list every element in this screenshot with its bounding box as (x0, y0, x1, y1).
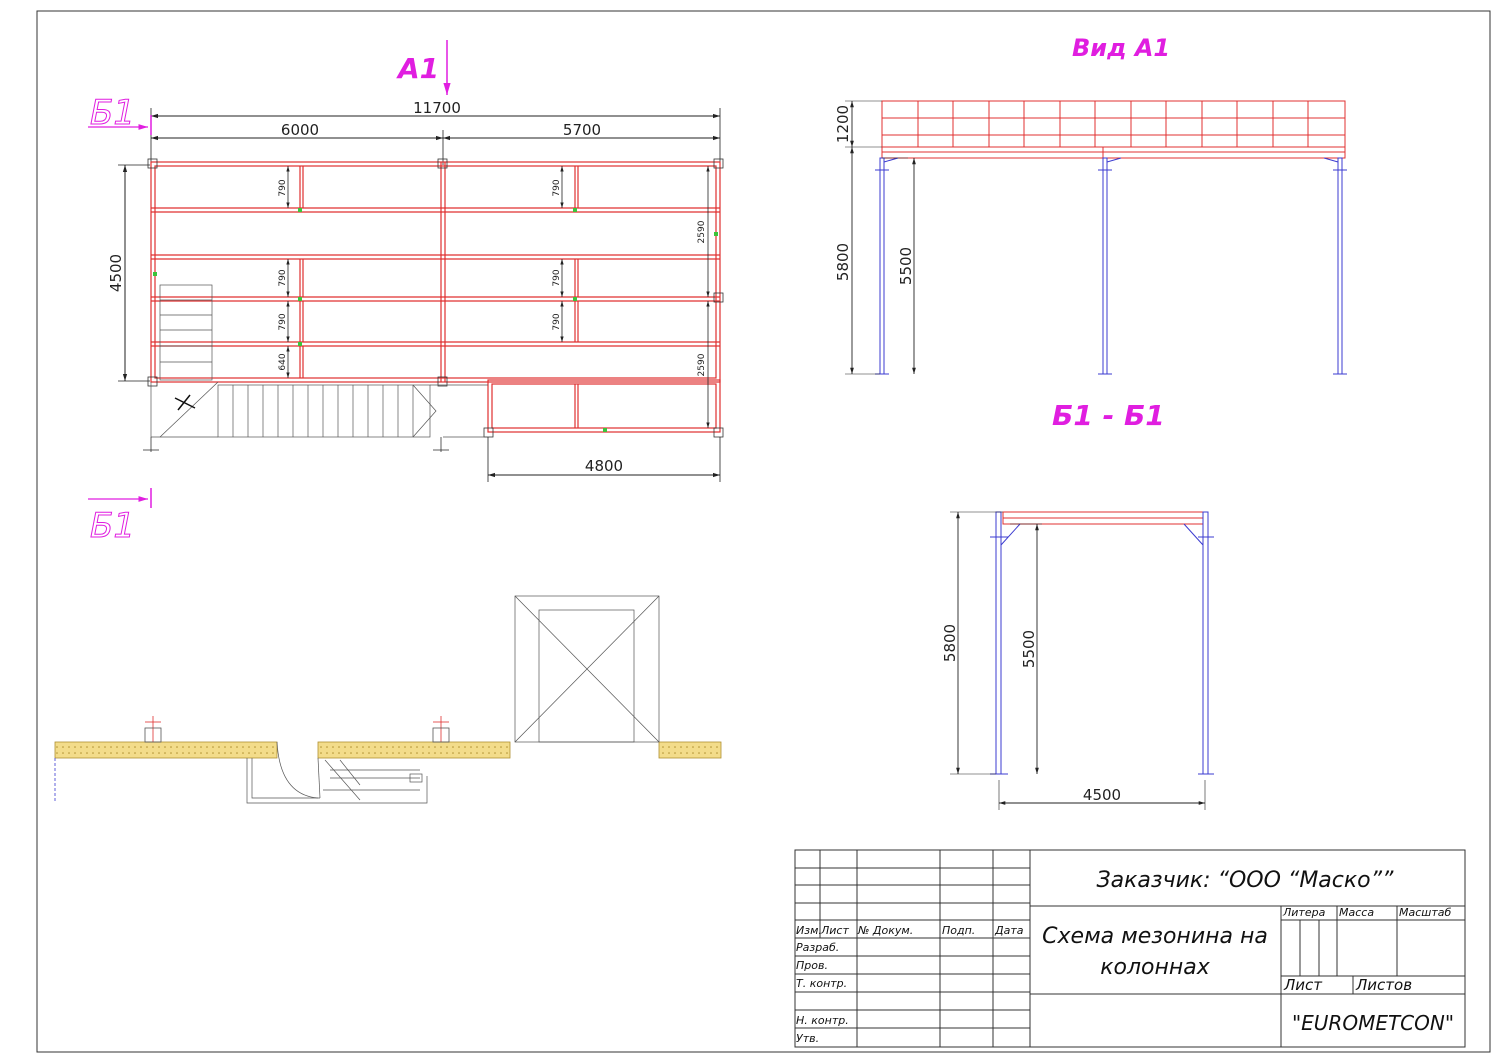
view-arrow-label-a1: А1 (396, 52, 439, 85)
section-mark-bottom: Б1 (90, 506, 135, 546)
col-izm: Изм. (796, 924, 822, 937)
col-podp: Подп. (942, 924, 975, 937)
dim-5500-b1: 5500 (1020, 630, 1038, 668)
row-razrab: Разраб. (796, 941, 839, 954)
dim-5500-a1: 5500 (897, 247, 915, 285)
col-list: Лист (820, 924, 849, 937)
col-data: Дата (994, 924, 1024, 937)
masshtab-label: Масштаб (1399, 906, 1451, 919)
row-prov: Пров. (796, 959, 828, 972)
col-doc: № Докум. (857, 924, 913, 937)
title-block (794, 849, 1466, 1048)
row-tkontr: Т. контр. (796, 977, 847, 990)
sheet-frame (36, 10, 1491, 1053)
elevation-view-a1: Вид А1 1200 5800 (834, 34, 1347, 375)
customer-name: Заказчик: “ООО “Маско”” (1097, 868, 1394, 893)
massa-label: Масса (1339, 906, 1374, 919)
litera-label: Литера (1282, 906, 1326, 919)
view-a1-title: Вид А1 (1072, 34, 1170, 62)
listov-label: Листов (1355, 976, 1412, 994)
drawing-title-line1: Схема мезонина на (1042, 924, 1268, 949)
dim-2590-b: 2590 (697, 353, 707, 376)
row-nkontr: Н. контр. (796, 1014, 849, 1027)
dim-4500-plan: 4500 (107, 254, 125, 292)
dim-790-a: 790 (278, 179, 288, 196)
dim-790-e: 790 (552, 269, 562, 286)
foundation-section (54, 595, 722, 804)
list-label: Лист (1283, 976, 1323, 994)
dim-5800-b1: 5800 (941, 624, 959, 662)
dim-4500-b1: 4500 (1083, 786, 1121, 804)
dim-5800-a1: 5800 (834, 243, 852, 281)
dim-total-11700: 11700 (413, 99, 461, 117)
dim-790-c: 790 (278, 313, 288, 330)
drawing-title-line2: колоннах (1100, 955, 1211, 980)
section-view-b1: Б1 - Б1 5800 5500 4500 (941, 399, 1214, 810)
dim-5700: 5700 (563, 121, 601, 139)
dim-790-d: 790 (552, 179, 562, 196)
dim-790-f: 790 (552, 313, 562, 330)
plan-view: 11700 6000 5700 А1 Б1 Б1 4500 (88, 40, 724, 547)
dim-4800: 4800 (585, 457, 623, 475)
dim-2590-a: 2590 (697, 220, 707, 243)
company-name: "EUROMETCON" (1292, 1011, 1454, 1035)
dim-790-b: 790 (278, 269, 288, 286)
title-block-text: Заказчик: “ООО “Маско”” Схема мезонина н… (796, 868, 1454, 1045)
dim-640: 640 (278, 353, 288, 370)
dim-1200: 1200 (834, 105, 852, 143)
section-b1-title: Б1 - Б1 (1052, 399, 1165, 432)
dim-6000: 6000 (281, 121, 319, 139)
row-utv: Утв. (796, 1032, 819, 1045)
